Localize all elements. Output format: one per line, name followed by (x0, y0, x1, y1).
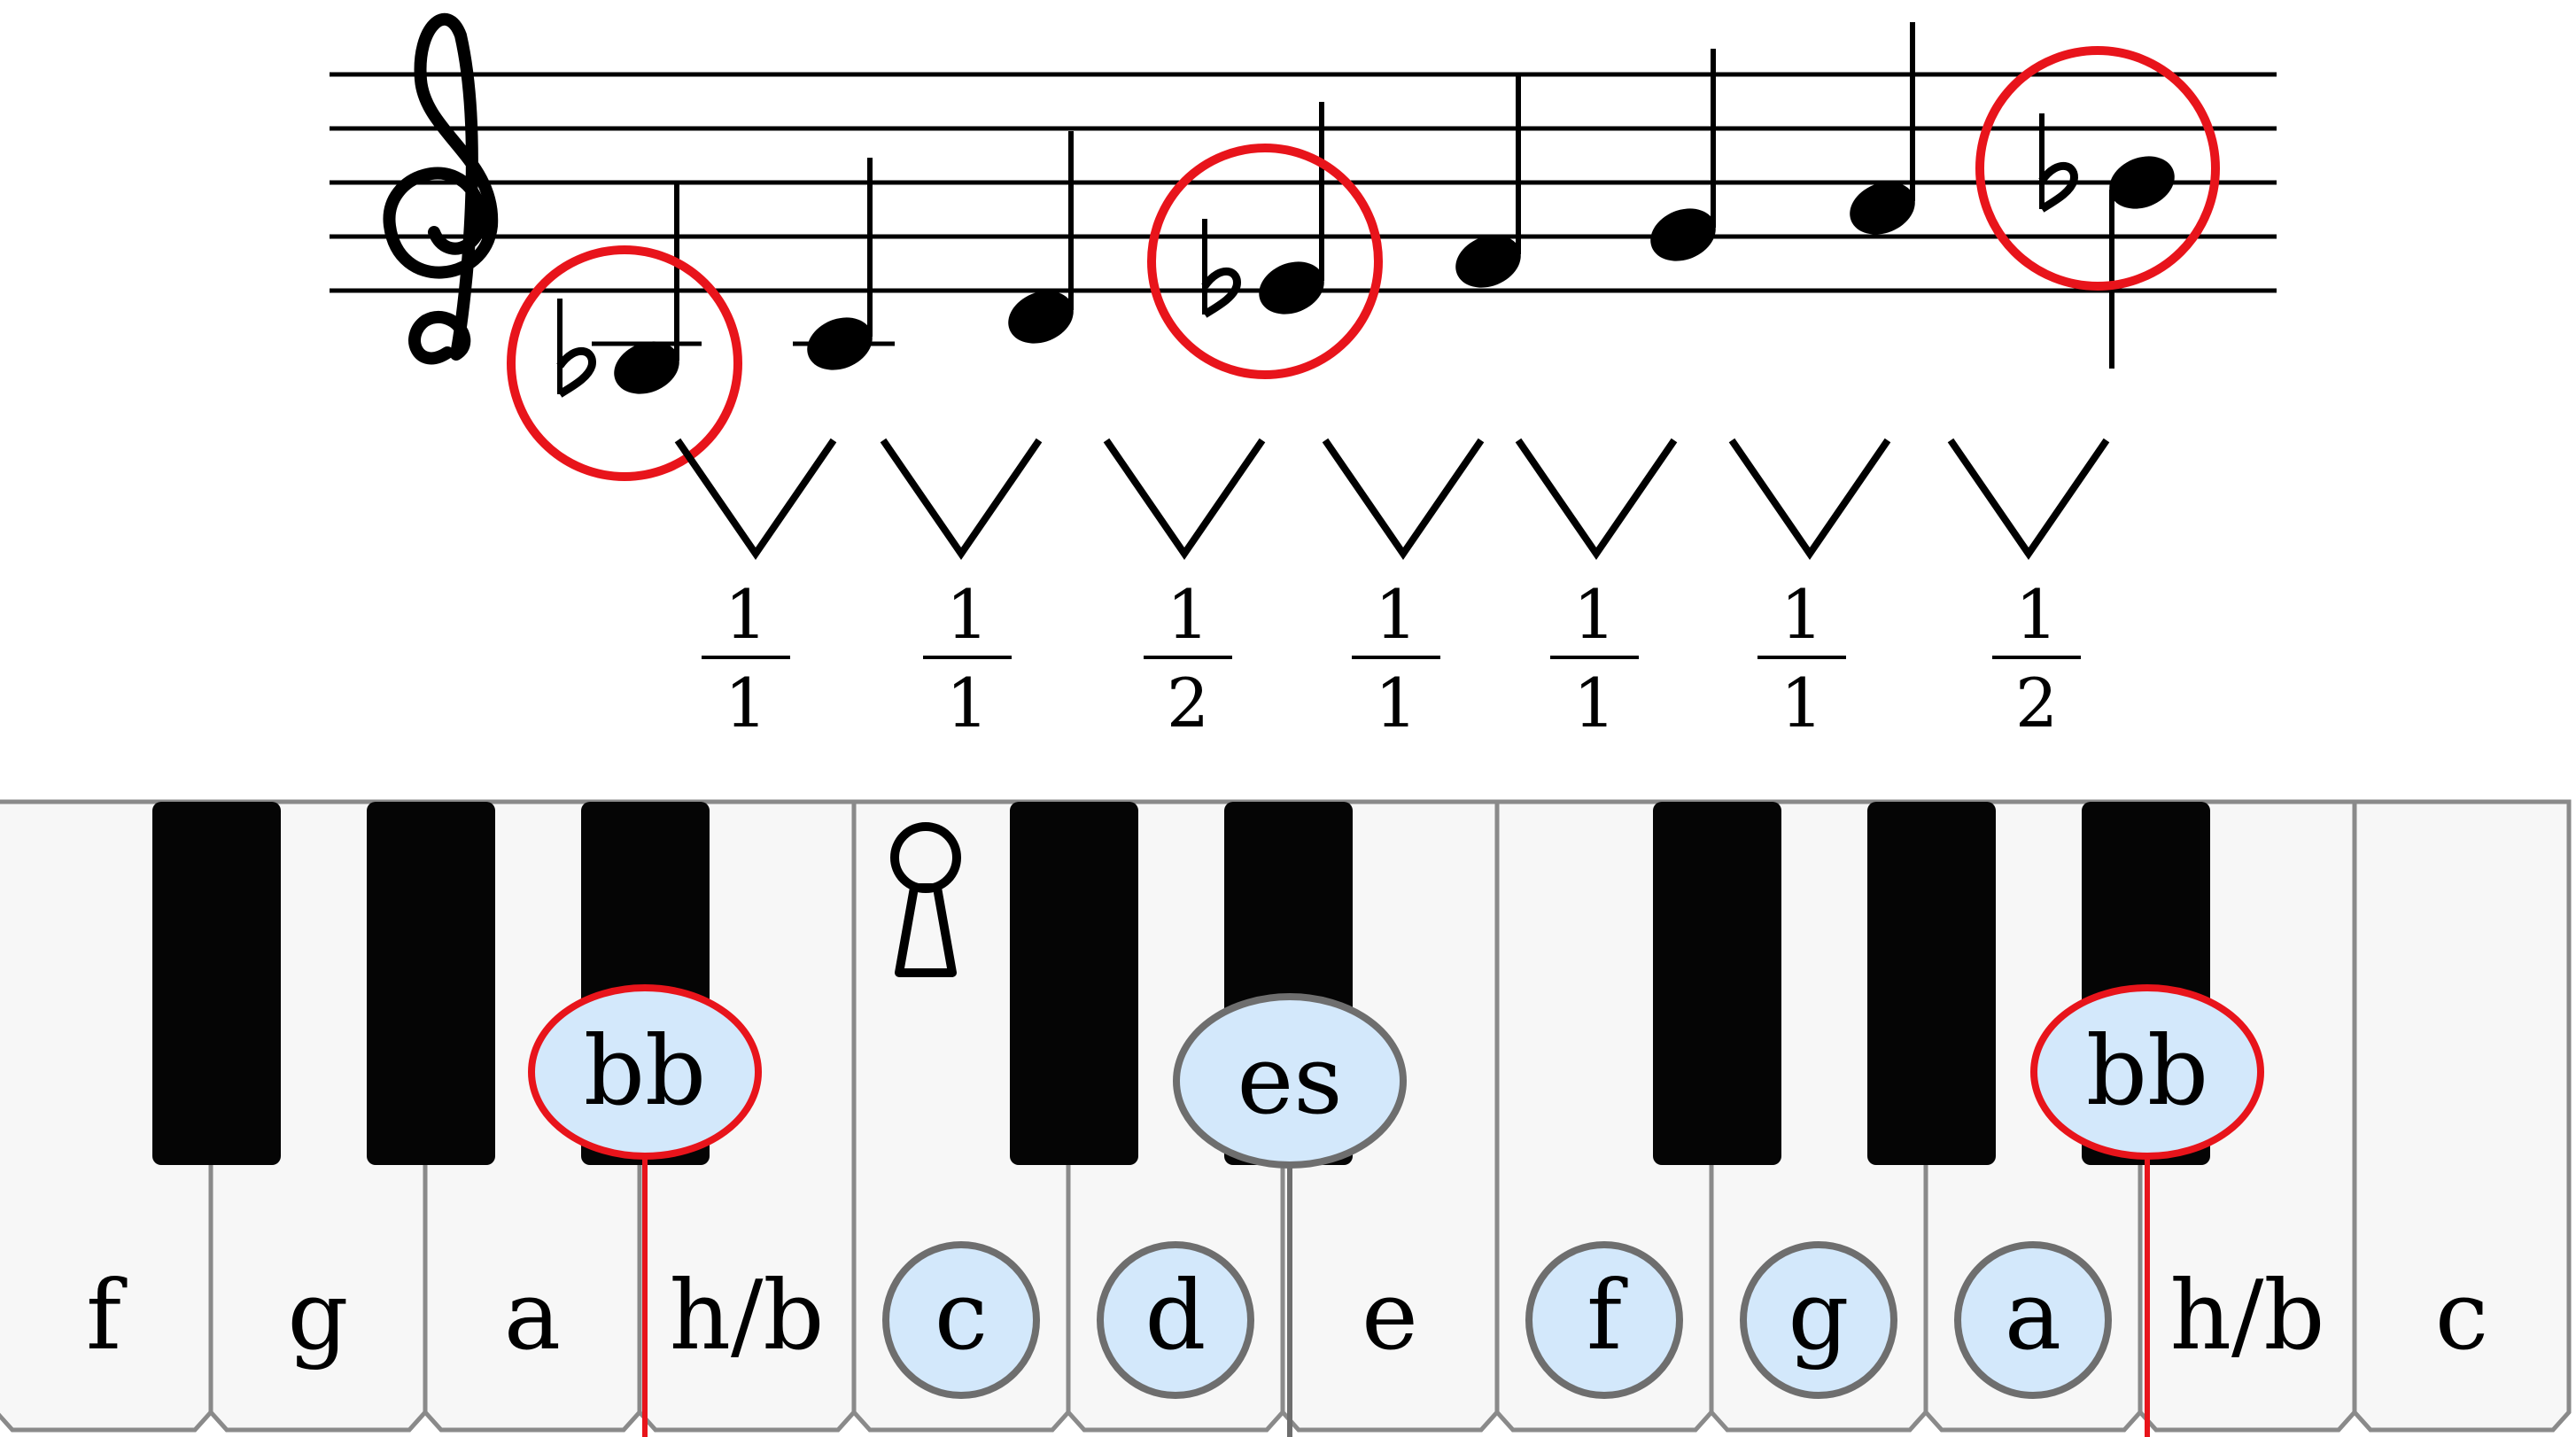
fraction-denominator: 1 (725, 664, 767, 742)
note-bubble (1173, 993, 1407, 1169)
fraction-denominator: 1 (946, 664, 989, 742)
highlight-ring (507, 245, 742, 481)
flat-sign-icon (1201, 219, 1241, 318)
white-key-label: g (287, 1261, 348, 1371)
fraction-denominator: 1 (1375, 664, 1417, 742)
white-key[interactable]: c (2352, 799, 2572, 1433)
fraction-numerator: 1 (725, 575, 767, 654)
interval-step: 11 (674, 438, 837, 742)
white-key-label: a (504, 1261, 561, 1371)
black-key[interactable] (1867, 802, 1996, 1165)
note-4 (1201, 102, 1324, 318)
black-key-note-label: bb (2030, 984, 2264, 1437)
interval-step: 12 (1103, 438, 1266, 742)
v-shape (1103, 438, 1266, 561)
black-key-label: bb (584, 1016, 706, 1127)
fraction-denominator: 1 (1781, 664, 1823, 742)
fraction-denominator: 2 (2015, 664, 2058, 742)
black-key-label: es (1237, 1025, 1342, 1136)
interval-step: 11 (1728, 438, 1891, 742)
fraction-numerator: 1 (1375, 575, 1417, 654)
highlight-ring (1147, 144, 1383, 379)
note-bubble (1525, 1241, 1683, 1399)
note-5 (1455, 75, 1521, 288)
note-3 (1008, 131, 1074, 344)
black-key-label: bb (2086, 1016, 2208, 1127)
white-key-label: c (2435, 1261, 2489, 1371)
music-staff (330, 12, 2277, 481)
notehead (1008, 291, 1074, 344)
fraction-numerator: 1 (2015, 575, 2058, 654)
flat-sign-icon (556, 299, 596, 398)
white-key-label: a (2005, 1261, 2061, 1371)
white-key-body (2352, 799, 2572, 1433)
staff-highlight-rings (507, 46, 2220, 481)
notehead (1850, 182, 1915, 235)
white-key-label: c (935, 1261, 989, 1371)
highlight-ring (1975, 46, 2220, 291)
notehead (807, 317, 873, 370)
note-bubble (1097, 1241, 1254, 1399)
keyhole-icon (890, 822, 961, 977)
interval-step: 12 (1947, 438, 2110, 742)
v-shape (1515, 438, 1678, 561)
black-key-note-label: bb (528, 984, 762, 1437)
note-7 (1850, 22, 1915, 235)
white-key-label: g (1788, 1261, 1849, 1371)
black-key[interactable] (1653, 802, 1781, 1165)
black-key[interactable] (1010, 802, 1138, 1165)
note-bubble (1954, 1241, 2112, 1399)
flat-sign-icon (2038, 113, 2078, 213)
notehead (1455, 235, 1521, 288)
interval-step: 11 (1322, 438, 1485, 742)
white-key-label: f (86, 1261, 128, 1371)
staff-notes (556, 22, 2175, 398)
note-bubble (528, 984, 762, 1160)
white-key-label: f (1587, 1261, 1628, 1371)
note-1 (556, 182, 679, 398)
white-key-label: h/b (2169, 1261, 2324, 1371)
white-key-label: e (1362, 1261, 1418, 1371)
black-key-note-label: es (1173, 993, 1407, 1437)
white-key-label: h/b (669, 1261, 824, 1371)
treble-clef-icon (383, 12, 499, 365)
fraction-denominator: 2 (1167, 664, 1209, 742)
v-shape (1728, 438, 1891, 561)
v-shape (880, 438, 1043, 561)
black-key[interactable] (367, 802, 495, 1165)
notehead (1259, 261, 1324, 315)
interval-step: 11 (880, 438, 1043, 742)
interval-step: 11 (1515, 438, 1678, 742)
notehead (2109, 156, 2175, 209)
notehead (1650, 208, 1716, 261)
note-8 (2038, 113, 2175, 369)
white-key-label: d (1144, 1261, 1206, 1371)
notehead (614, 341, 679, 394)
fraction-numerator: 1 (1167, 575, 1209, 654)
fraction-numerator: 1 (946, 575, 989, 654)
piano-keyboard: f g a h/b c d e f g a h/b c bb es bb (0, 799, 2572, 1437)
fraction-denominator: 1 (1573, 664, 1616, 742)
note-bubble (882, 1241, 1040, 1399)
v-shape (1947, 438, 2110, 561)
black-key[interactable] (152, 802, 281, 1165)
v-shape (1322, 438, 1485, 561)
fraction-numerator: 1 (1573, 575, 1616, 654)
fraction-numerator: 1 (1781, 575, 1823, 654)
note-bubble (1740, 1241, 1897, 1399)
note-bubble (2030, 984, 2264, 1160)
v-shape (674, 438, 837, 561)
note-6 (1650, 49, 1716, 261)
note-2 (807, 158, 873, 370)
